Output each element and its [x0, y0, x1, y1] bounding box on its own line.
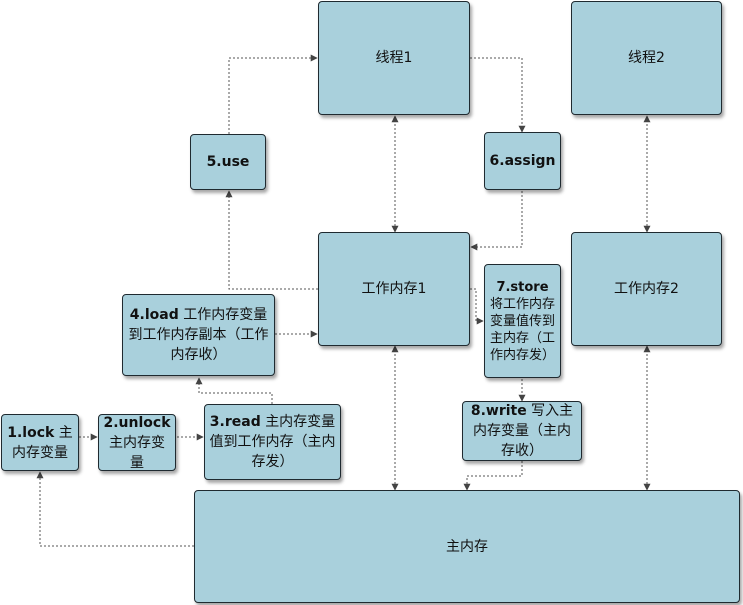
- lock-node: 1.lock 主内存变量: [1, 414, 79, 471]
- work1-to-use-connector: [225, 190, 318, 290]
- thread2-label: 线程2: [628, 50, 665, 66]
- load-description: 工作内存变量到工作内存副本（工作内存收）: [128, 307, 269, 363]
- use-node: 5.use: [190, 134, 266, 190]
- main-to-lock-connector: [36, 471, 194, 547]
- load-text: 4.load 工作内存变量到工作内存副本（工作内存收）: [127, 305, 270, 365]
- store-description: 将工作内存变量值传到主内存（工作内存发）: [489, 296, 555, 363]
- lock-text: 1.lock 主内存变量: [6, 423, 74, 463]
- use-to-thread1-connector: [228, 54, 318, 134]
- unlock-node: 2.unlock 主内存变量: [98, 414, 176, 471]
- thread1-to-assign-connector: [470, 57, 526, 133]
- read-text: 3.read 主内存变量值到工作内存（主内存发）: [209, 412, 336, 472]
- load-node: 4.load 工作内存变量到工作内存副本（工作内存收）: [122, 294, 275, 376]
- assign-to-work1-connector: [470, 191, 523, 251]
- thread2-node: 线程2: [571, 1, 722, 115]
- store-node: 7.store 将工作内存变量值传到主内存（工作内存发）: [484, 264, 561, 378]
- work1-to-store-connector: [470, 288, 484, 325]
- write-description: 写入主内存变量（主内存收）: [473, 403, 574, 459]
- read-number: 3.read: [209, 414, 261, 430]
- work-memory1-node: 工作内存1: [318, 232, 470, 346]
- store-text: 7.store 将工作内存变量值传到主内存（工作内存发）: [488, 279, 557, 364]
- load-number: 4.load: [129, 307, 179, 323]
- store-number: 7.store: [496, 279, 549, 295]
- unlock-number: 2.unlock: [103, 414, 171, 431]
- main-memory-label: 主内存: [446, 538, 488, 555]
- write-text: 8.write 写入主内存变量（主内存收）: [467, 401, 577, 461]
- read-description: 主内存变量值到工作内存（主内存发）: [209, 414, 336, 470]
- lock-number: 1.lock: [7, 424, 55, 441]
- thread1-label: 线程1: [375, 50, 413, 66]
- work-memory1-label: 工作内存1: [361, 281, 427, 297]
- use-label: 5.use: [206, 154, 250, 170]
- work-memory2-node: 工作内存2: [571, 232, 722, 346]
- main-memory-node: 主内存: [194, 490, 740, 603]
- unlock-description: 主内存变量: [109, 434, 165, 471]
- work-memory2-label: 工作内存2: [614, 281, 679, 297]
- unlock-text: 2.unlock 主内存变量: [103, 413, 171, 473]
- write-number: 8.write: [470, 403, 527, 419]
- read-to-load-connector: [195, 377, 273, 404]
- assign-node: 6.assign: [484, 132, 561, 190]
- read-node: 3.read 主内存变量值到工作内存（主内存发）: [204, 404, 341, 480]
- lock-description: 主内存变量: [12, 424, 73, 461]
- write-to-main-connector: [463, 461, 523, 491]
- thread1-node: 线程1: [318, 1, 470, 115]
- write-node: 8.write 写入主内存变量（主内存收）: [462, 401, 582, 461]
- assign-label: 6.assign: [489, 153, 556, 169]
